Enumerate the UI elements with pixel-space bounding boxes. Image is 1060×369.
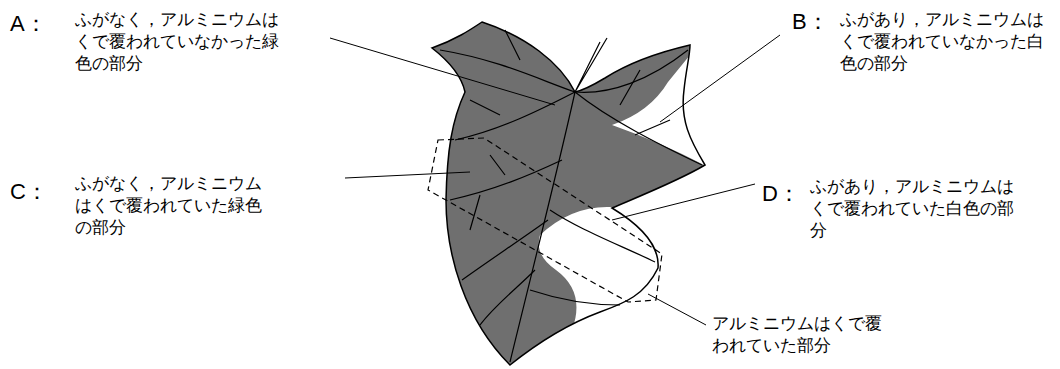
callout-letter: A： (10, 12, 50, 36)
region-description: ふがなく，アルミニウムはくで覆われていなかった緑色の部分 (75, 8, 285, 74)
callout-letter: B： (792, 10, 832, 34)
region-description: ふがなく，アルミニウムはくで覆われていた緑色の部分 (75, 172, 268, 238)
foil-label: アルミニウムはくで覆われていた部分 (712, 312, 892, 356)
region-description: ふがあり，アルミニウムはくで覆われていなかった白色の部分 (840, 8, 1050, 74)
region-description: ふがあり，アルミニウムはくで覆われていた白色の部分 (810, 175, 1020, 241)
green-area (400, 0, 730, 369)
callout-letter: D： (762, 182, 802, 206)
callout-letter: C： (10, 180, 50, 204)
leader-lines (330, 35, 780, 325)
leaf-outline (432, 22, 705, 365)
white-area (612, 55, 706, 166)
foil-boundary (428, 138, 662, 302)
leaf-veins (440, 30, 702, 362)
